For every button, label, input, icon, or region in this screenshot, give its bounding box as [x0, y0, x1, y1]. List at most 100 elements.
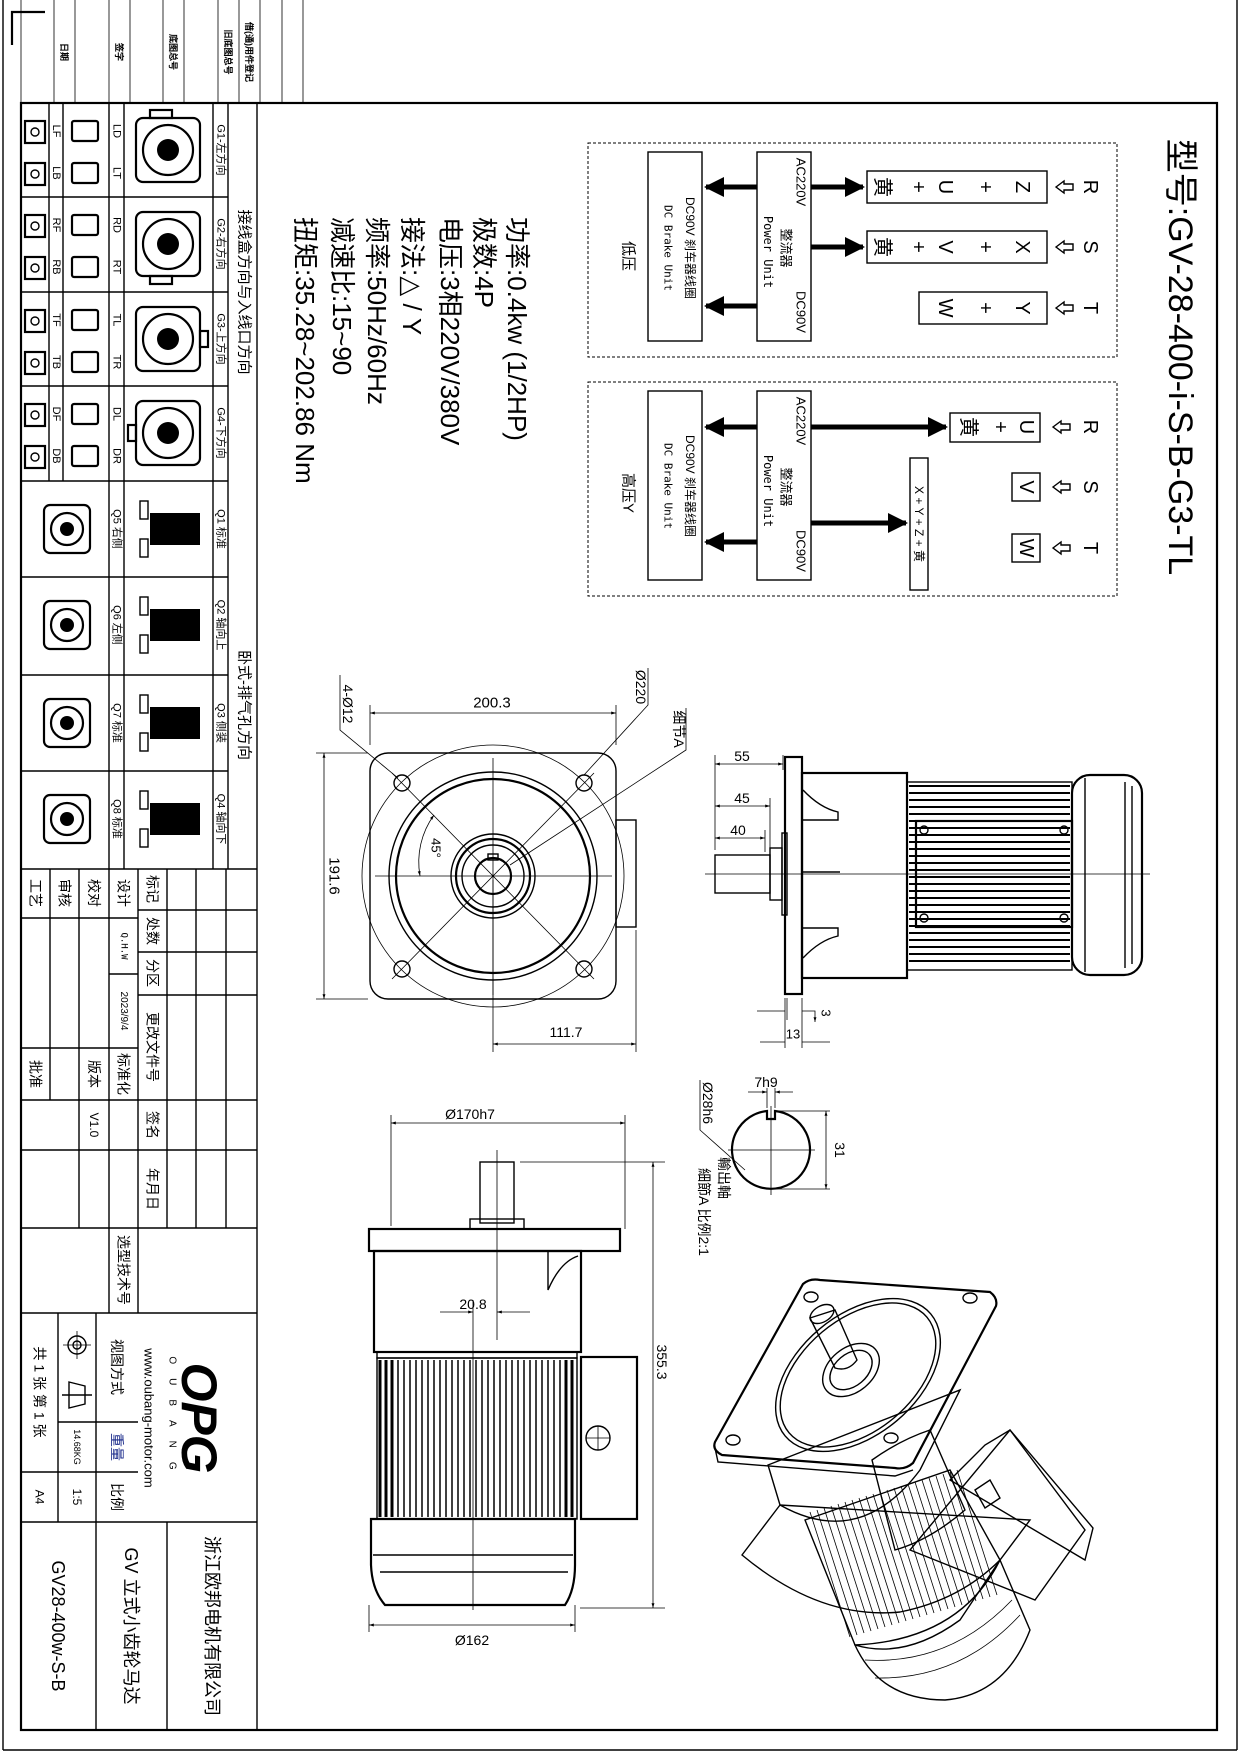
mount-hatch-icon: [139, 500, 149, 520]
input-phase-label: R: [1079, 420, 1101, 434]
orientation-g-label: G3-上方向: [215, 313, 229, 364]
version-label: 版本: [86, 1060, 102, 1088]
brake-coil-label: DC90V 刹车器线圈: [683, 197, 698, 299]
cooling-fins: [378, 1360, 574, 1517]
title-block: 设计 Q.H.W 2023/9/4 标准化 校对 版本 V1.0 审核 工艺 批…: [20, 869, 258, 1730]
input-phase-label: T: [1079, 302, 1101, 314]
orientation-code: TR: [111, 355, 123, 370]
detail-scale: 細節A 比例2:1: [696, 1168, 712, 1256]
motor-face-icon: [141, 312, 195, 366]
view-method-label: 视图方式: [109, 1339, 125, 1395]
orientation-code: DF: [50, 407, 62, 422]
motor-face-icon: [157, 139, 179, 161]
dim-3: 3: [819, 1009, 834, 1016]
fin-line: [844, 1501, 886, 1628]
terminal-box-icon: [70, 213, 100, 237]
dim-flange-width: 200.3: [473, 695, 511, 712]
fin-line: [872, 1493, 914, 1620]
low-voltage-label: 低压: [620, 241, 637, 271]
rectifier-label: 整流器: [779, 467, 794, 506]
mount-hatch-icon: [139, 694, 149, 714]
dim-pilot-diameter: Ø170h7: [445, 1106, 495, 1122]
high-voltage-label: 高压Y: [620, 473, 637, 513]
terminal-box-icon: [30, 452, 40, 462]
motor-face-icon: [49, 801, 85, 837]
mount-hatch-icon: [139, 596, 149, 616]
mount-hatch-icon: [139, 732, 149, 752]
motor-face-icon: [49, 607, 85, 643]
exhaust-direction-title: 卧式-排气孔方向: [236, 650, 253, 760]
orientation-code: TF: [50, 313, 62, 327]
motor-face-icon: [60, 716, 74, 730]
pu-output-voltage: DC90V: [794, 530, 809, 572]
orientation-code: LB: [50, 166, 62, 179]
scale-value: 1:5: [70, 1489, 84, 1506]
motor-body: [804, 1469, 1001, 1650]
company-name: 浙江欧邦电机有限公司: [202, 1536, 222, 1716]
terminal-box-icon: [198, 329, 210, 349]
terminal-box-icon: [30, 410, 40, 420]
motor-face-icon: [141, 406, 195, 460]
paper-size: A4: [33, 1490, 47, 1505]
terminal-box-icon: [30, 127, 40, 137]
terminal-box-icon: [70, 161, 100, 185]
terminal-label: U: [934, 180, 956, 194]
fin-line: [865, 1495, 907, 1622]
mark-label: 标记: [145, 875, 161, 903]
motor-face-icon: [49, 705, 85, 741]
fin-line: [949, 1471, 991, 1598]
company-logo: OPG: [171, 1362, 227, 1473]
brake-unit-box: [647, 151, 703, 342]
design-date-value: 2023/9/4: [118, 992, 129, 1031]
fin-line: [935, 1475, 977, 1602]
terminal-box-icon: [23, 444, 47, 470]
dim-motor-diameter: Ø162: [455, 1632, 489, 1648]
input-arrow-icon: [1051, 419, 1071, 435]
terminal-box-icon: [148, 274, 174, 286]
terminal-label: +: [907, 181, 929, 193]
terminal-box-icon: [30, 169, 40, 179]
company-url: www.oubang-motor.com: [142, 1347, 157, 1487]
terminal-label: W: [934, 299, 956, 318]
terminal-box-icon: [70, 444, 100, 468]
fin-line: [914, 1481, 956, 1608]
motor-face-icon: [42, 503, 92, 555]
sheet-count: 共 1 张 第 1 张: [32, 1346, 48, 1437]
terminal-box-icon: [23, 119, 47, 145]
terminal-box-icon: [70, 350, 100, 374]
dim-40: 40: [730, 822, 746, 838]
fin-line: [851, 1499, 893, 1626]
detail-a-shaft-section: 7h9 Ø28h6 31 輸出軸 細節A 比例2:1: [696, 1074, 848, 1256]
fin-line: [928, 1477, 970, 1604]
terminal-label: Z: [1011, 181, 1033, 193]
mount-hatch-icon: [139, 828, 149, 848]
fin-line: [837, 1503, 879, 1630]
wiring-diagram-high-voltage: X + Y + Z + 黄 高压Y DC90V 刹车器线圈 DC Brake U…: [587, 381, 1118, 597]
dim-axis-offset: 20.8: [459, 1296, 486, 1312]
spec-list: 功率:0.4kw (1/2HP) 极数:4P 电压:3相220V/380V 接法…: [290, 217, 532, 484]
orientation-code: LT: [111, 167, 123, 179]
dim-shaft-offset: 111.7: [550, 1024, 583, 1040]
terminal-label: 黄: [957, 417, 980, 437]
fin-line: [900, 1485, 942, 1612]
fin-line: [816, 1509, 858, 1636]
dim-45: 45: [734, 790, 750, 806]
pu-input-voltage: AC220V: [794, 397, 809, 446]
input-phase-label: T: [1079, 542, 1101, 554]
spec-torque: 扭矩:35.28~202.86 Nm: [290, 217, 320, 484]
motor-face-icon: [42, 793, 92, 845]
motor-end-cap: [853, 1558, 1031, 1701]
ymd-label: 年月日: [145, 1168, 161, 1210]
dim-angle: 45°: [429, 838, 444, 858]
terminal-box-icon: [23, 255, 47, 281]
header-base-no-label: 底图总号: [168, 34, 179, 70]
version-value: V1.0: [87, 1113, 101, 1138]
input-arrow-icon: [1054, 300, 1074, 316]
fin-line: [956, 1469, 998, 1596]
isometric-view: [713, 1278, 1094, 1701]
terminal-box-icon: [148, 108, 174, 120]
input-arrow-icon: [1054, 239, 1074, 255]
spec-ratio: 减速比:15~90: [327, 217, 357, 375]
process-label: 工艺: [28, 879, 44, 907]
